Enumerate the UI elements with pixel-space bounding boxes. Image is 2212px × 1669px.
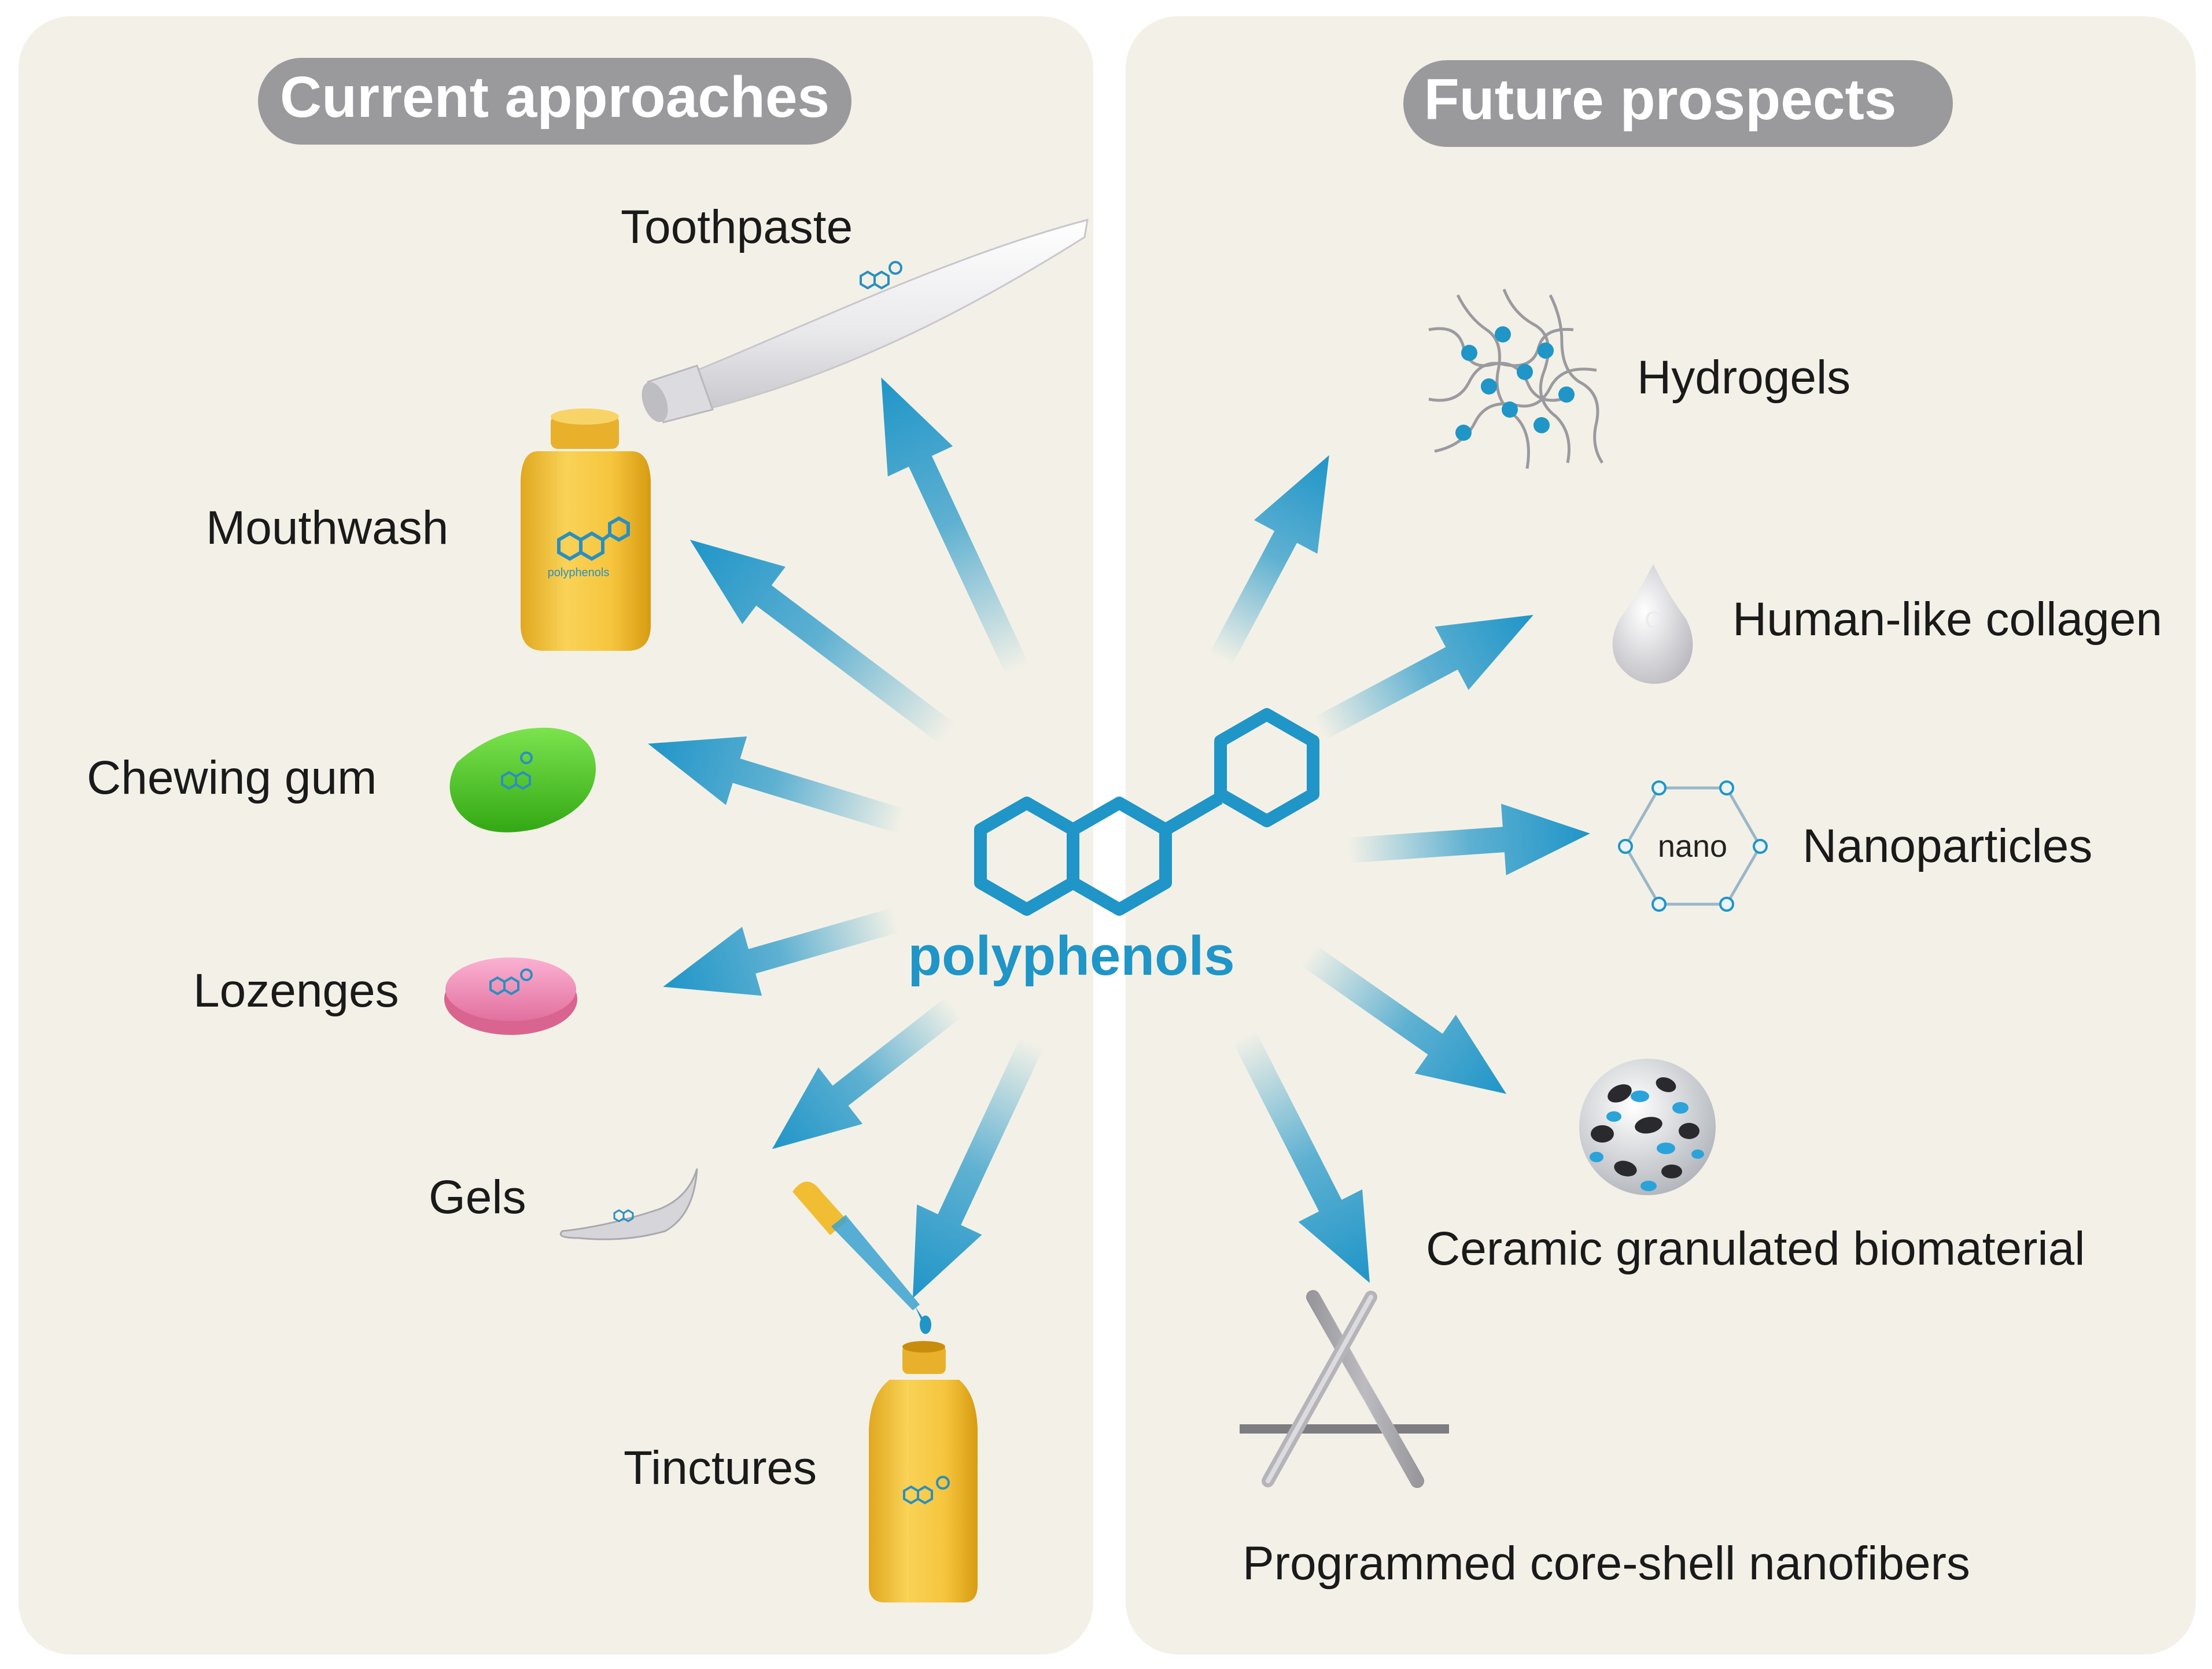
- center-label: polyphenols: [908, 925, 1234, 987]
- nanofibers-label: Programmed core-shell nanofibers: [1243, 1537, 1970, 1590]
- arrow-to-collagen: [1313, 614, 1533, 740]
- right-panel: [1126, 16, 2196, 1655]
- arrow-to-nanoparticles: [1347, 804, 1590, 876]
- arrow-to-hydrogels: [1209, 455, 1329, 666]
- arrow-to-toothpaste: [881, 377, 1030, 677]
- chewing-gum-icon: [449, 727, 596, 832]
- collagen-drop-letter: C: [1645, 607, 1662, 633]
- nanoparticles-label: Nanoparticles: [1802, 820, 2092, 872]
- arrow-to-chewing-gum: [648, 736, 906, 834]
- nanofiber-icon: [1240, 1290, 1449, 1488]
- arrow-to-ceramic: [1300, 944, 1507, 1094]
- arrow-to-lozenges: [663, 907, 901, 996]
- tinctures-label: Tinctures: [624, 1442, 817, 1494]
- gel-icon: [559, 1168, 698, 1240]
- right-panel-title-text: Future prospects: [1424, 67, 1897, 132]
- arrow-to-nanofibers: [1232, 1030, 1370, 1283]
- lozenges-label: Lozenges: [193, 964, 399, 1017]
- left-panel-title: Current approaches: [258, 58, 851, 145]
- lozenge-icon: [444, 957, 577, 1035]
- polyphenol-structure-icon: [974, 708, 1319, 916]
- nanoparticle-icon: nano: [1618, 780, 1768, 912]
- toothpaste-label: Toothpaste: [621, 201, 853, 253]
- ceramic-label: Ceramic granulated biomaterial: [1426, 1222, 2085, 1275]
- chewing-gum-label: Chewing gum: [87, 751, 377, 804]
- toothpaste-tube-icon: [642, 218, 1089, 423]
- collagen-drop-icon: C: [1612, 564, 1693, 684]
- gels-label: Gels: [429, 1171, 526, 1224]
- tincture-bottle-icon: [869, 1341, 978, 1602]
- right-panel-title: Future prospects: [1403, 60, 1953, 147]
- ceramic-sphere-icon: [1579, 1059, 1716, 1195]
- left-panel: [19, 16, 1093, 1655]
- hydrogels-label: Hydrogels: [1637, 351, 1850, 404]
- left-panel-title-text: Current approaches: [280, 65, 830, 130]
- arrow-to-tinctures: [912, 1036, 1044, 1299]
- tincture-dropper-icon: [792, 1181, 931, 1334]
- mouthwash-logo-text: polyphenols: [548, 566, 610, 579]
- mouthwash-bottle-icon: polyphenols: [521, 408, 651, 651]
- mouthwash-label: Mouthwash: [206, 502, 448, 554]
- collagen-label: Human-like collagen: [1732, 593, 2162, 646]
- nanoparticle-text: nano: [1658, 829, 1727, 864]
- arrow-to-mouthwash: [690, 539, 957, 745]
- hydrogel-network-icon: [1428, 289, 1604, 469]
- arrow-to-gels: [772, 996, 963, 1149]
